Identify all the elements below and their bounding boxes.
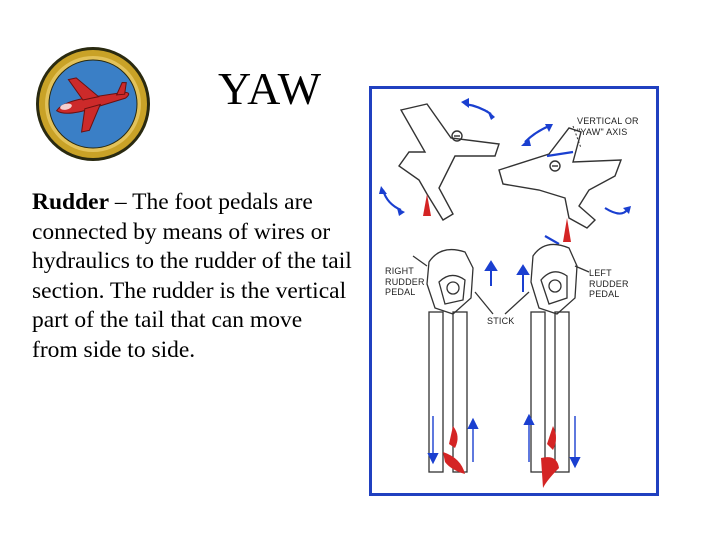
label-yaw-axis: VERTICAL OR "YAW" AXIS <box>577 116 639 137</box>
rudder-description: – The foot pedals are connected by means… <box>32 189 352 363</box>
rudder-deflection-shapes <box>443 426 559 488</box>
slide-title: YAW <box>217 63 323 114</box>
label-right-rudder-pedal: RIGHT RUDDER PEDAL <box>385 266 425 297</box>
airplane-merit-badge-icon <box>36 47 150 161</box>
yaw-diagram-svg <box>369 86 659 496</box>
rudder-pedals-diagram <box>412 243 590 473</box>
yaw-diagram: VERTICAL OR "YAW" AXIS RIGHT RUDDER PEDA… <box>369 86 659 496</box>
airplane-left-diagram <box>398 103 500 221</box>
airplane-right-diagram <box>498 127 623 229</box>
label-stick: STICK <box>487 316 515 326</box>
rudder-right-deflection <box>563 218 571 242</box>
term-rudder: Rudder <box>32 189 110 215</box>
slide-body: Rudder – The foot pedals are connected b… <box>32 188 352 365</box>
pedal-motion-arrows <box>427 260 581 469</box>
rudder-left-deflection <box>423 194 431 216</box>
label-left-rudder-pedal: LEFT RUDDER PEDAL <box>589 268 629 299</box>
